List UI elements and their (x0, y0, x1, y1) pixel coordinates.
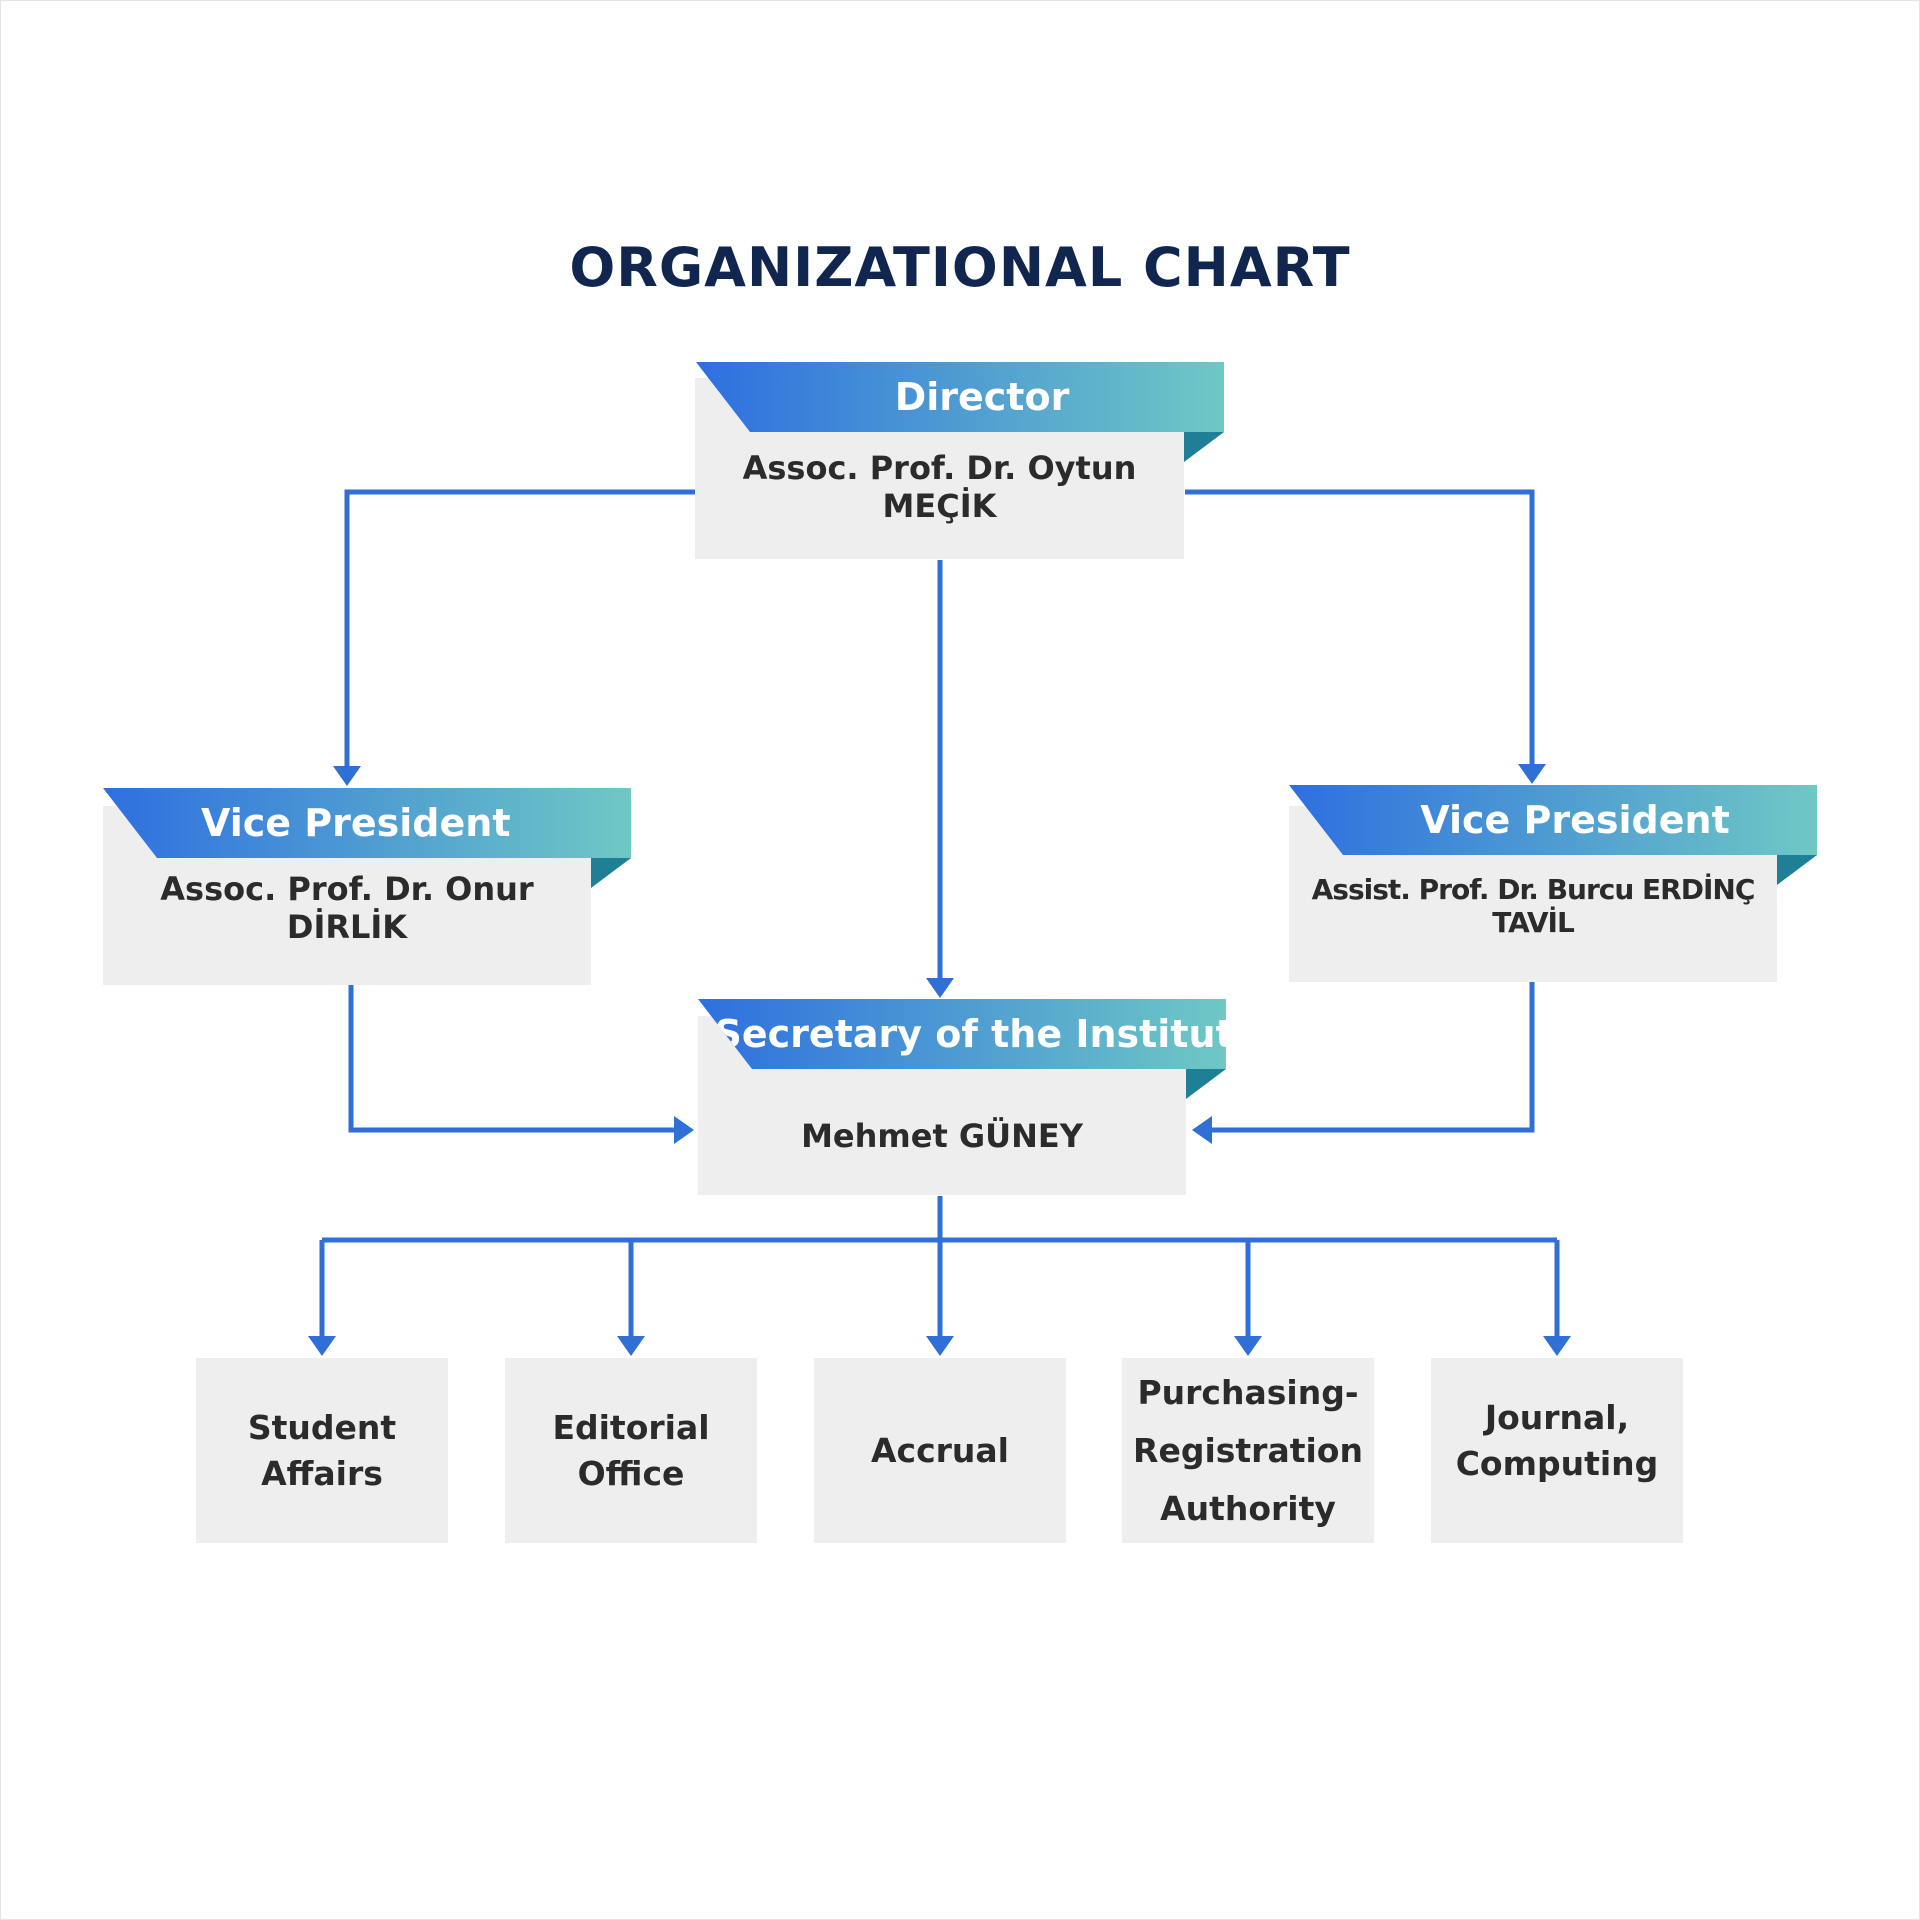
department-purchasing-registration-authority: Purchasing-Registration Authority (1122, 1358, 1374, 1543)
vp-right-role: Vice President (1420, 798, 1730, 842)
arrowhead-dept-4 (1234, 1336, 1262, 1356)
department-label: Accrual (870, 1430, 1009, 1470)
department-editorial-office: Editorial Office (505, 1358, 757, 1543)
vp-left-name: Assoc. Prof. Dr. Onur DİRLİK (160, 869, 534, 946)
arrowhead-dept-3 (926, 1336, 954, 1356)
arrowhead-dept-5 (1543, 1336, 1571, 1356)
director-role: Director (894, 375, 1070, 419)
arrowhead-secretary-right (1192, 1116, 1212, 1144)
vp-left-banner: Vice President (103, 788, 631, 858)
department-label: Editorial Office (552, 1407, 710, 1493)
secretary-name: Mehmet GÜNEY (801, 1116, 1083, 1155)
secretary-banner-fold (1186, 1069, 1226, 1099)
secretary-banner: Secretary of the Institute (698, 999, 1226, 1069)
director-name: Assoc. Prof. Dr. Oytun MEÇİK (742, 448, 1137, 525)
arrowhead-secretary-left (674, 1116, 694, 1144)
connector-director-to-vp-left (344, 489, 695, 770)
arrowhead-vp-left (333, 766, 361, 786)
department-journal-computing: Journal, Computing (1431, 1358, 1683, 1543)
vp-left-role: Vice President (201, 801, 511, 845)
connector-vp-right-to-secretary (1208, 982, 1535, 1133)
department-student-affairs: Student Affairs (196, 1358, 448, 1543)
department-accrual: Accrual (814, 1358, 1066, 1543)
connector-vp-left-to-secretary (348, 970, 678, 1133)
secretary-role: Secretary of the Institute (714, 1012, 1260, 1056)
arrowhead-dept-1 (308, 1336, 336, 1356)
arrowhead-secretary-top (926, 978, 954, 998)
director-banner: Director (696, 362, 1224, 432)
chart-title: ORGANIZATIONAL CHART (569, 236, 1351, 299)
vp-right-banner: Vice President (1289, 785, 1817, 855)
department-label: Student Affairs (247, 1407, 397, 1493)
arrowhead-dept-2 (617, 1336, 645, 1356)
arrowhead-vp-right (1518, 764, 1546, 784)
vp-right-banner-fold (1777, 855, 1817, 885)
director-banner-fold (1184, 432, 1224, 462)
vp-right-name: Assist. Prof. Dr. Burcu ERDİNÇ TAVİL (1311, 873, 1756, 939)
connector-director-to-vp-right (1185, 489, 1535, 768)
department-label: Purchasing-Registration Authority (1133, 1372, 1363, 1528)
vp-left-banner-fold (591, 858, 631, 888)
department-label: Journal, Computing (1455, 1397, 1659, 1483)
